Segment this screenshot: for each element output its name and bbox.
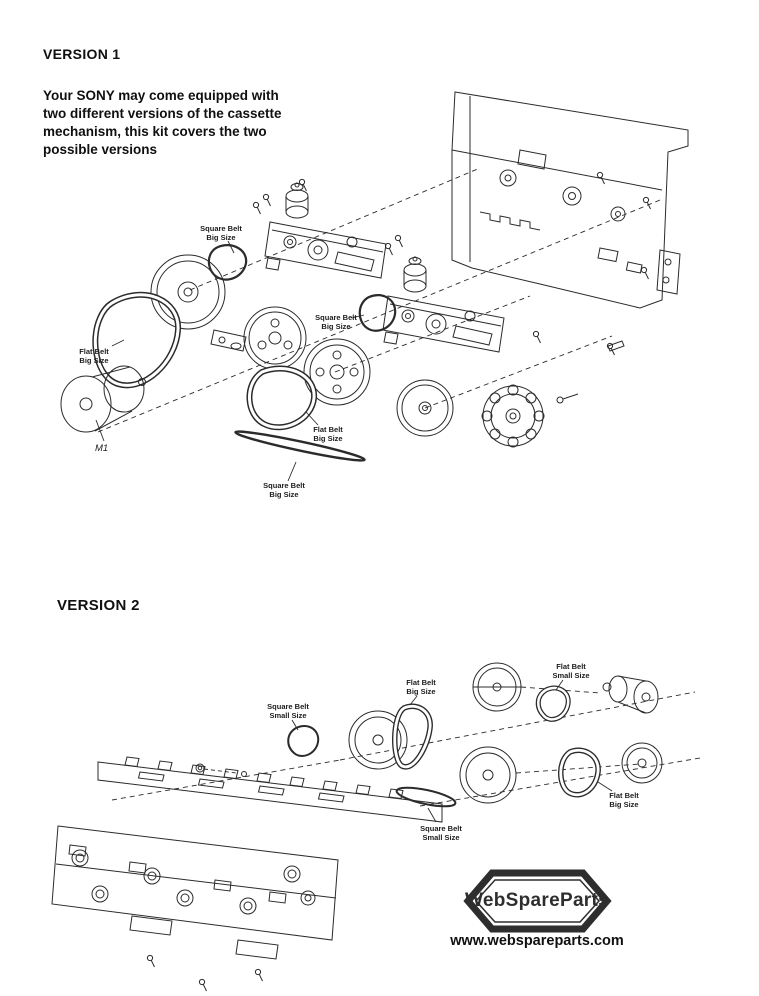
flywheel-c-v2 <box>459 746 517 804</box>
diagram-version1 <box>60 91 689 482</box>
square-belt-small-4-v2 <box>395 786 457 808</box>
belt-label-line1: Flat Belt <box>313 425 343 434</box>
belt-label-line1: Flat Belt <box>609 791 639 800</box>
belt-label-line1: Flat Belt <box>79 347 109 356</box>
chassis-plate-v1 <box>451 91 689 309</box>
pulley-top-v2 <box>472 662 522 712</box>
belt-label-square-big-mid: Square Belt Big Size <box>315 313 357 331</box>
belt-label-flat-big-5: Flat Belt Big Size <box>609 791 639 809</box>
belt-label-line2: Big Size <box>609 800 639 809</box>
belt-label-line2: Big Size <box>406 687 436 696</box>
belt-label-line2: Big Size <box>269 490 299 499</box>
belt-label-line2: Big Size <box>313 434 343 443</box>
belt-label-line1: Square Belt <box>200 224 242 233</box>
bracket-piece-v1 <box>210 329 247 352</box>
square-belt-big-top-v1 <box>207 244 248 281</box>
logo-wordmark: WebSpareParts <box>465 890 609 911</box>
version2-heading: VERSION 2 <box>57 597 140 614</box>
flat-belt-big-left-v1 <box>92 291 182 389</box>
chassis-plate-v2 <box>97 756 443 823</box>
screw-icon <box>298 178 307 192</box>
leader-lines-v1 <box>95 240 365 482</box>
belt-label-line1: Flat Belt <box>556 662 586 671</box>
screw-icon <box>384 242 393 256</box>
belt-label-line1: Flat Belt <box>406 678 436 687</box>
diagram-version2 <box>51 662 701 992</box>
belt-label-line1: Square Belt <box>420 824 462 833</box>
flat-belt-big-center-v1 <box>246 365 318 431</box>
gear-wheel-v1 <box>481 384 545 448</box>
flywheel-large-v1 <box>150 254 226 330</box>
screw-icon <box>394 234 403 248</box>
belt-label-line2: Big Size <box>79 356 109 365</box>
belt-label-line2: Small Size <box>552 671 590 680</box>
belt-label-square-big-long: Square Belt Big Size <box>263 481 305 499</box>
belt-label-flat-small-3: Flat Belt Small Size <box>552 662 589 680</box>
version1-heading: VERSION 1 <box>43 46 121 62</box>
logo-hexagon-icon <box>463 869 612 933</box>
belt-label-flat-big-left: Flat Belt Big Size <box>79 347 109 365</box>
belt-label-line1: Square Belt <box>315 313 357 322</box>
belt-label-flat-big-center: Flat Belt Big Size <box>313 425 343 443</box>
screw-icon <box>262 193 271 207</box>
assembly-axis-lines-v2 <box>111 686 701 807</box>
capstan-flywheel-v1 <box>243 306 307 370</box>
motor-m1 <box>60 365 146 433</box>
belt-label-flat-big-2: Flat Belt Big Size <box>406 678 436 696</box>
flat-belt-big-5-v2 <box>558 747 601 798</box>
flywheel-a-v2 <box>348 710 408 770</box>
mounting-bolt-v2 <box>195 763 247 777</box>
belt-label-square-small-4: Square Belt Small Size <box>420 824 462 842</box>
motor-v2 <box>602 675 659 714</box>
belt-label-line2: Big Size <box>321 322 351 331</box>
capstan-assembly-1-v1 <box>264 182 387 279</box>
square-belt-big-long-v1 <box>234 430 366 462</box>
flywheel-right-v1 <box>396 379 454 437</box>
version-description: Your SONY may come equipped with two dif… <box>43 88 282 157</box>
flat-belt-big-2-v2 <box>392 703 433 770</box>
axle-bolt-v1 <box>556 340 625 404</box>
belt-label-square-small-1: Square Belt Small Size <box>267 702 309 720</box>
belt-label-line2: Small Size <box>422 833 460 842</box>
belt-label-line2: Big Size <box>206 233 236 242</box>
screw-icon <box>252 201 261 215</box>
motor-m1-label: M1 <box>95 443 109 454</box>
leader-lines-v2 <box>291 679 613 823</box>
website-url: www.webspareparts.com <box>450 933 624 949</box>
pulley-right-v2 <box>621 742 663 784</box>
belt-label-line2: Small Size <box>269 711 307 720</box>
belt-label-square-big-top: Square Belt Big Size <box>200 224 242 242</box>
flywheel-mid-v1 <box>303 338 371 406</box>
flat-belt-small-3-v2 <box>535 685 571 722</box>
mechanism-frame-v2 <box>51 825 339 992</box>
belt-label-line1: Square Belt <box>267 702 309 711</box>
belt-label-line1: Square Belt <box>263 481 305 490</box>
screw-icon <box>532 330 541 344</box>
square-belt-big-mid-v1 <box>358 294 397 332</box>
assembly-axis-lines-v1 <box>97 167 661 433</box>
square-belt-small-1-v2 <box>287 724 320 757</box>
